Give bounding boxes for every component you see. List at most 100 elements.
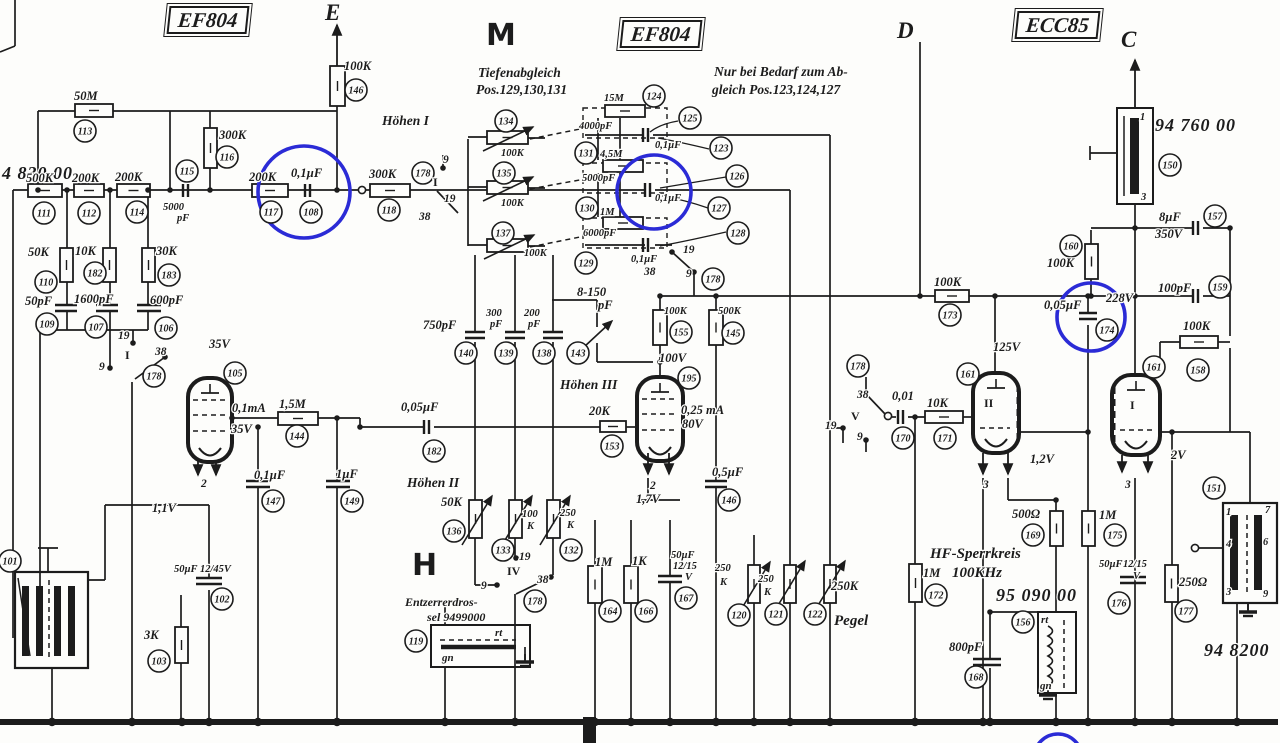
- value-label: 1,5M: [279, 397, 307, 411]
- ref-circle: [717, 488, 741, 512]
- junction-dot: [334, 415, 340, 421]
- value-label: 30K: [155, 244, 179, 258]
- value-label: pF: [176, 213, 189, 224]
- tube-envelope: [971, 371, 1021, 455]
- tube-cathode: [1124, 440, 1148, 450]
- pot-wiper-arrow: [741, 560, 771, 609]
- switch-contact-label: 38: [418, 211, 431, 223]
- ref-number: 164: [603, 607, 618, 618]
- value-label: 1: [1140, 112, 1145, 123]
- value-label: 750pF: [423, 318, 457, 332]
- tube-envelope: [635, 375, 685, 463]
- junction-dot: [357, 424, 363, 430]
- ref-number: 176: [1112, 599, 1127, 610]
- ref-number: 101: [3, 557, 18, 568]
- value-label: rt: [495, 627, 503, 639]
- leader-line: [649, 120, 679, 133]
- ref-number: 170: [896, 434, 911, 445]
- wire: [436, 190, 459, 214]
- ref-circle: [1011, 610, 1035, 634]
- value-label: 200: [523, 308, 541, 319]
- tube-cathode: [984, 438, 1008, 448]
- value-label: 100V: [659, 351, 688, 365]
- junction-dot: [840, 425, 846, 431]
- ref-circle: [1208, 275, 1232, 299]
- ref-circle: [726, 221, 750, 245]
- part-number: 4 830 00: [1, 163, 73, 183]
- ref-circle: [677, 366, 701, 390]
- switch-contact-label: 9: [481, 580, 487, 592]
- switch-contact-label: 19: [118, 330, 130, 342]
- ref-circle: [154, 316, 178, 340]
- value-label: 250: [559, 508, 577, 519]
- dashed-wire: [529, 178, 586, 190]
- ref-circle: [404, 629, 428, 653]
- value-label: gn: [441, 652, 454, 664]
- value-label: 5000pF: [582, 173, 615, 184]
- ref-number: 134: [499, 117, 514, 128]
- value-label: 15M: [604, 93, 625, 104]
- transformer-winding: [1254, 515, 1262, 590]
- ref-number: 107: [89, 323, 105, 334]
- ref-circle: [422, 439, 446, 463]
- section-numeral: I: [1130, 398, 1135, 412]
- ref-number: 178: [851, 362, 866, 373]
- terminal-letter: M: [486, 18, 516, 53]
- ref-circle: [84, 315, 108, 339]
- ref-number: 119: [409, 637, 423, 648]
- ref-number: 114: [130, 208, 144, 219]
- ref-circle: [674, 586, 698, 610]
- switch-contact-label: 2: [649, 480, 656, 492]
- ref-circle: [1142, 355, 1166, 379]
- rail-junction-dot: [749, 717, 759, 727]
- ref-circle: [299, 200, 323, 224]
- terminal-letter: E: [324, 0, 340, 25]
- dashed-wire: [529, 127, 586, 140]
- value-label: 6: [1263, 537, 1269, 548]
- tube-type-label-ef804-1: EF804: [163, 3, 253, 37]
- ref-number: 182: [427, 447, 442, 458]
- switch-contact-label: 2: [200, 478, 207, 490]
- switch-contact-label: 19: [519, 551, 531, 563]
- ref-number: 173: [943, 311, 958, 322]
- ref-number: 115: [180, 167, 194, 178]
- note-label: gleich Pos.123,124,127: [711, 82, 841, 97]
- ref-number: 171: [938, 434, 953, 445]
- ref-circle: [1186, 358, 1210, 382]
- value-label: 0,05µF: [401, 400, 439, 414]
- value-label: 4: [1225, 539, 1231, 550]
- ref-circle: [261, 489, 285, 513]
- rail-junction-dot: [1167, 717, 1177, 727]
- wire: [515, 576, 552, 595]
- ref-number: 159: [1213, 283, 1228, 294]
- filter-core: [1130, 118, 1139, 194]
- ref-circle: [721, 321, 745, 345]
- terminal: [883, 411, 893, 421]
- tube-type-label-ecc85: ECC85: [1011, 8, 1104, 42]
- junction-dot: [64, 187, 70, 193]
- leader-line: [659, 176, 727, 189]
- ref-circle: [634, 599, 658, 623]
- ref-circle: [32, 201, 56, 225]
- ref-circle: [642, 84, 666, 108]
- value-label: 20K: [588, 404, 612, 418]
- ref-circle: [1059, 234, 1083, 258]
- value-label: 500K: [26, 171, 55, 185]
- ref-circle: [725, 164, 749, 188]
- ref-number: 161: [961, 370, 976, 381]
- value-label: 300K: [368, 167, 398, 181]
- ref-circle: [566, 341, 590, 365]
- switch-contact-label: 9: [99, 361, 105, 373]
- value-label: 0,1mA: [232, 401, 266, 415]
- junction-dot: [863, 437, 869, 443]
- filter-block: [1116, 107, 1154, 205]
- note-label: Pos.129,130,131: [476, 82, 567, 97]
- ref-number: 137: [496, 229, 512, 240]
- value-label: 0,1µF: [655, 140, 681, 151]
- ref-circle: [340, 489, 364, 513]
- ref-number: 157: [1208, 212, 1224, 223]
- ref-circle: [669, 320, 693, 344]
- ref-circle: [956, 362, 980, 386]
- ref-number: 175: [1108, 531, 1123, 542]
- ref-number: 147: [266, 497, 282, 508]
